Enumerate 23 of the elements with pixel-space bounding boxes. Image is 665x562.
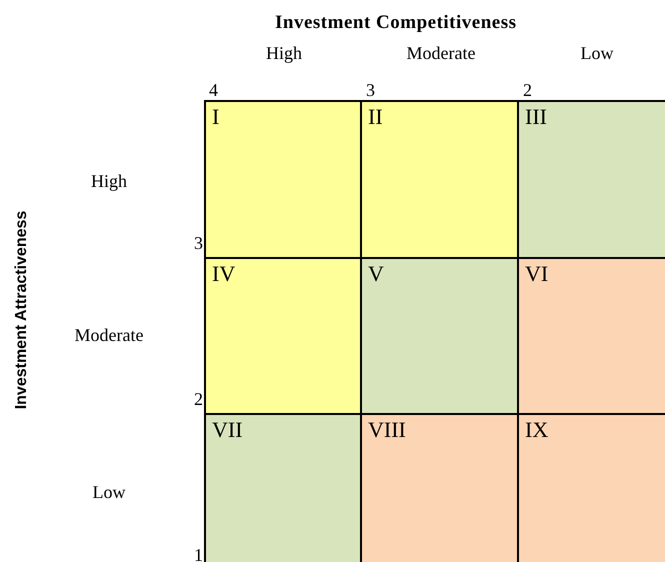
matrix-cell: IV: [204, 257, 363, 415]
category-label: Moderate: [74, 325, 144, 345]
matrix-cell: V: [360, 257, 519, 415]
matrix-cell: VII: [204, 413, 363, 562]
category-label: Low: [580, 43, 614, 63]
category-label: High: [266, 43, 302, 63]
axis-title: Investment Competitiveness: [275, 11, 517, 35]
tick-label: 3: [194, 233, 203, 253]
matrix-cell: II: [360, 100, 519, 259]
matrix-cell: VIII: [360, 413, 519, 562]
matrix-cell: III: [517, 100, 665, 259]
tick-label: 2: [194, 389, 203, 409]
matrix-cell: IX: [517, 413, 665, 562]
category-label: High: [91, 171, 127, 191]
matrix-cell: I: [204, 100, 363, 259]
axis-title: Investment Attractiveness: [12, 210, 31, 410]
tick-label: 1: [194, 545, 203, 562]
matrix-cell: VI: [517, 257, 665, 415]
tick-label: 2: [523, 80, 532, 100]
category-label: Low: [92, 482, 126, 502]
category-label: Moderate: [406, 43, 476, 63]
tick-label: 4: [209, 80, 218, 100]
tick-label: 3: [366, 80, 375, 100]
